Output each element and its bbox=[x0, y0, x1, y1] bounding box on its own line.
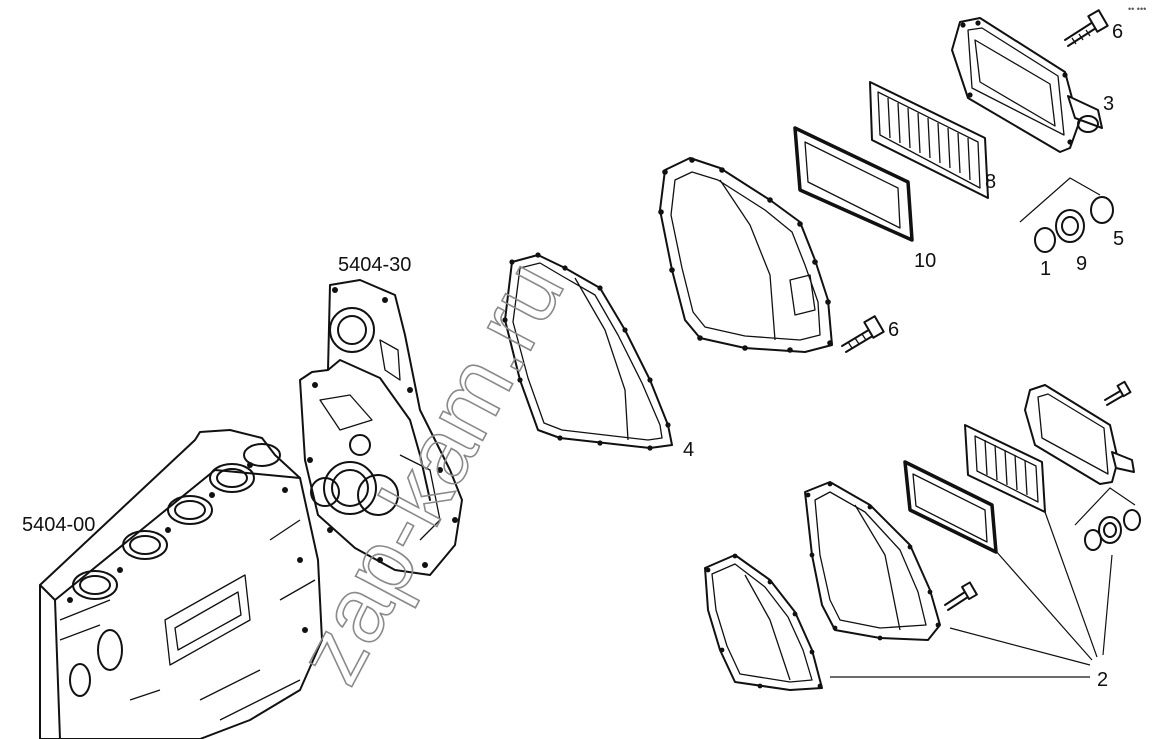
filter-cover-3 bbox=[951, 17, 1103, 153]
kit-seals bbox=[1074, 487, 1141, 551]
timing-cover bbox=[299, 279, 463, 576]
kit-bolt-top bbox=[1104, 380, 1132, 406]
housing-cover bbox=[658, 157, 833, 353]
kit-gasket-small bbox=[704, 553, 823, 691]
bolt-top bbox=[1064, 9, 1109, 47]
gasket-large bbox=[502, 252, 673, 451]
callout-2-leaders bbox=[830, 511, 1113, 678]
engine-block bbox=[39, 429, 323, 739]
callout-5: 5 bbox=[1113, 228, 1124, 250]
callout-2: 2 bbox=[1097, 669, 1108, 691]
callout-8: 8 bbox=[985, 171, 996, 193]
corner-mark: •• ••• bbox=[1128, 4, 1146, 14]
callout-1: 1 bbox=[1040, 258, 1051, 280]
kit-housing bbox=[804, 481, 941, 641]
assembly-label-cover: 5404-30 bbox=[338, 254, 411, 276]
bolt-middle bbox=[841, 315, 885, 353]
gasket-10 bbox=[793, 126, 914, 242]
filter-element-8 bbox=[869, 81, 989, 199]
callout-10: 10 bbox=[914, 250, 936, 272]
kit-bolt bbox=[944, 581, 978, 611]
kit-cover bbox=[1024, 384, 1135, 485]
callout-4: 4 bbox=[683, 439, 694, 461]
callout-6-middle: 6 bbox=[888, 319, 899, 341]
seal-parts bbox=[1019, 177, 1114, 253]
callout-6-top: 6 bbox=[1112, 21, 1123, 43]
callout-3: 3 bbox=[1103, 93, 1114, 115]
assembly-label-block: 5404-00 bbox=[22, 514, 95, 536]
callout-9: 9 bbox=[1076, 253, 1087, 275]
